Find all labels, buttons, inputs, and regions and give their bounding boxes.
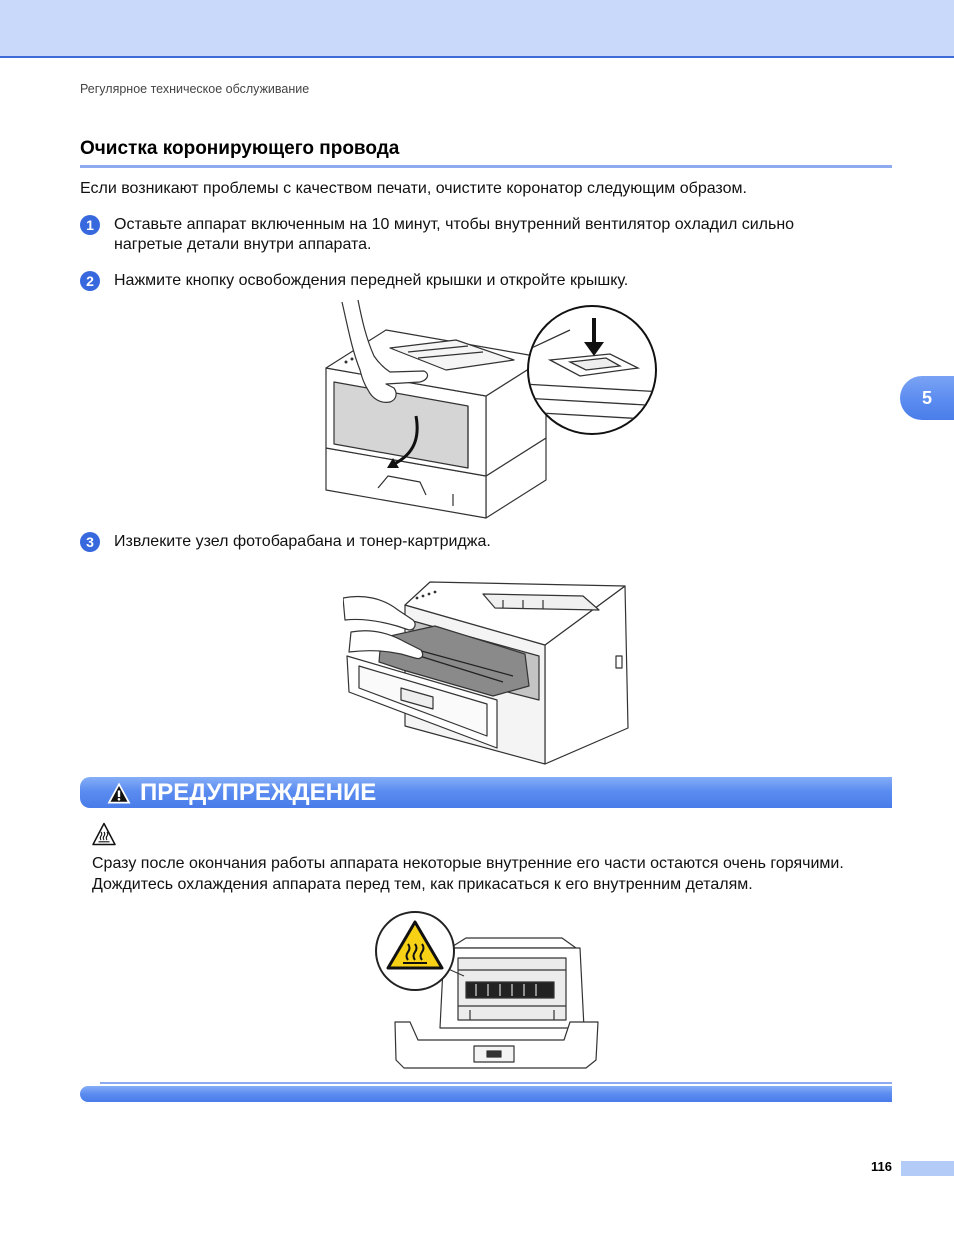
open-direction-arrow <box>393 415 419 466</box>
press-arrow-head <box>584 342 604 356</box>
step-1-text-line-1: Оставьте аппарат включенным на 10 минут,… <box>114 216 795 233</box>
zoom-circle <box>527 305 657 435</box>
arrow-head <box>387 458 399 468</box>
chapter-tab: 5 <box>900 376 954 420</box>
warning-text-line-1: Сразу после окончания работы аппарата не… <box>92 855 844 872</box>
printer-top <box>449 937 577 949</box>
page-number: 116 <box>871 1159 892 1174</box>
footer-rule-line <box>100 1082 892 1084</box>
breadcrumb: Регулярное техническое обслуживание <box>80 82 310 96</box>
step-2-text: Нажмите кнопку освобождения передней кры… <box>114 272 629 289</box>
intro-text: Если возникают проблемы с качеством печа… <box>80 180 747 197</box>
step-badge-3: 3 <box>80 532 100 552</box>
illustration-open-front-cover <box>325 299 657 519</box>
illustration-hot-interior <box>375 911 599 1069</box>
right-hand <box>348 630 424 660</box>
step-badge-2: 2 <box>80 271 100 291</box>
footer-rule-bar <box>80 1086 892 1102</box>
side-port <box>615 655 623 669</box>
output-slot <box>482 593 600 611</box>
step-badge-1: 1 <box>80 215 100 235</box>
tray-handle <box>377 475 427 496</box>
open-front-cover <box>394 1021 599 1069</box>
warning-title: ПРЕДУПРЕЖДЕНИЕ <box>140 779 377 806</box>
warning-text-line-2: Дождитесь охлаждения аппарата перед тем,… <box>92 876 753 893</box>
title-underline <box>80 165 892 168</box>
drum-slot <box>465 981 555 999</box>
release-button <box>567 357 623 371</box>
drum-slot-ticks <box>475 984 537 996</box>
section-title: Очистка коронирующего провода <box>80 138 400 159</box>
page-number-tab <box>901 1161 954 1176</box>
header-band <box>0 0 954 58</box>
hot-surface-icon <box>386 920 444 970</box>
step-3-text: Извлеките узел фотобарабана и тонер-карт… <box>114 533 491 550</box>
warning-triangle-icon <box>107 782 131 804</box>
illustration-remove-drum-unit <box>343 581 629 765</box>
hot-surface-icon <box>92 822 116 846</box>
cover-handle <box>400 687 434 710</box>
left-hand <box>343 595 416 631</box>
warning-bar <box>80 777 892 808</box>
step-1-text-line-2: нагретые детали внутри аппарата. <box>114 236 372 253</box>
control-panel-leds <box>415 590 437 600</box>
hand <box>341 299 429 403</box>
